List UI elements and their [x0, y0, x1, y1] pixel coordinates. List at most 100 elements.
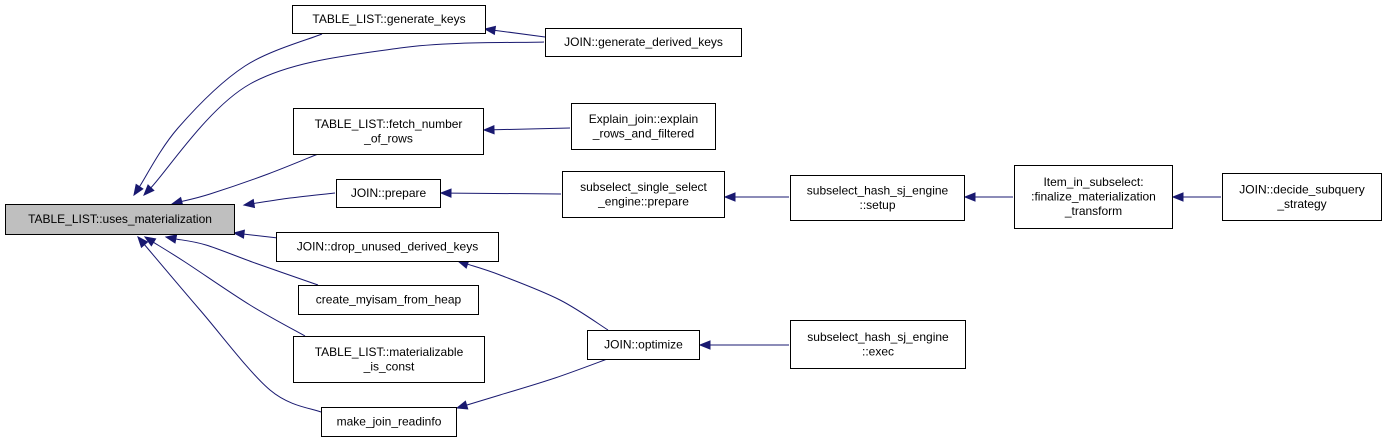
node-label: ::setup	[859, 198, 895, 212]
edge-line	[144, 244, 322, 413]
node-make_join_readinfo[interactable]: make_join_readinfo	[321, 407, 457, 437]
edge-arrowhead	[143, 184, 155, 196]
node-label: JOIN::prepare	[351, 186, 427, 200]
node-hash_sj_exec[interactable]: subselect_hash_sj_engine::exec	[790, 320, 966, 369]
edge-hash_sj_exec-to-join_optimize	[698, 340, 789, 350]
node-label: TABLE_LIST::uses_materialization	[28, 212, 212, 226]
node-label: subselect_hash_sj_engine	[807, 183, 949, 197]
edge-line	[493, 127, 571, 131]
edge-line	[153, 241, 306, 337]
edge-join_optimize-to-make_join_readinfo	[455, 357, 611, 410]
node-label: create_myisam_from_heap	[316, 293, 462, 307]
node-label: Explain_join::explain	[589, 112, 698, 126]
node-box[interactable]	[293, 108, 484, 155]
node-box[interactable]	[587, 330, 700, 360]
edge-join_prepare-to-uses_materialization	[242, 192, 336, 209]
edge-drop_unused-to-uses_materialization	[232, 229, 279, 239]
node-join_prepare[interactable]: JOIN::prepare	[336, 179, 441, 208]
node-label: TABLE_LIST::fetch_number	[315, 117, 463, 131]
node-box[interactable]	[562, 171, 725, 218]
node-label: JOIN::decide_subquery	[1239, 182, 1364, 196]
edge-line	[467, 263, 609, 331]
node-box[interactable]	[790, 175, 965, 221]
edge-line	[175, 238, 319, 286]
node-label: Item_in_subselect:	[1043, 175, 1143, 189]
edge-ss_engine_prepare-to-join_prepare	[439, 188, 562, 198]
edge-line	[494, 29, 546, 38]
node-generate_derived_keys[interactable]: JOIN::generate_derived_keys	[545, 28, 742, 57]
node-label: TABLE_LIST::generate_keys	[312, 12, 465, 26]
node-box[interactable]	[790, 320, 966, 369]
node-box[interactable]	[336, 179, 441, 208]
edge-arrowhead	[439, 188, 452, 198]
node-generate_keys[interactable]: TABLE_LIST::generate_keys	[292, 5, 486, 34]
edge-line	[450, 192, 562, 195]
edge-arrowhead	[143, 236, 157, 247]
edge-generate_derived_keys-to-generate_keys	[483, 25, 546, 38]
node-explain_rows[interactable]: Explain_join::explain_rows_and_filtered	[571, 103, 716, 150]
edge-arrowhead	[482, 125, 495, 135]
edge-finalize_mat-to-hash_sj_setup	[963, 192, 1013, 202]
node-label: ::exec	[862, 344, 894, 358]
node-label: make_join_readinfo	[337, 415, 442, 429]
edge-arrowhead	[164, 234, 178, 244]
node-box[interactable]	[298, 285, 479, 315]
edge-materializable-to-uses_materialization	[143, 236, 306, 337]
node-label: _transform	[1064, 204, 1122, 218]
node-label: _rows_and_filtered	[592, 126, 694, 140]
edge-arrowhead	[1171, 192, 1184, 202]
node-fetch_number_of_rows[interactable]: TABLE_LIST::fetch_number_of_rows	[293, 108, 484, 155]
edge-make_join_readinfo-to-uses_materialization	[137, 235, 322, 413]
edge-line	[243, 233, 279, 239]
edge-arrowhead	[483, 25, 497, 36]
node-box[interactable]	[276, 232, 499, 262]
node-label: JOIN::generate_derived_keys	[564, 35, 723, 49]
edge-generate_derived_keys-to-uses_materialization	[143, 41, 545, 196]
edge-arrowhead	[242, 198, 256, 209]
node-ss_engine_prepare[interactable]: subselect_single_select_engine::prepare	[562, 171, 725, 218]
node-box[interactable]	[1014, 165, 1173, 229]
node-label: _of_rows	[363, 131, 413, 145]
edges-layer	[133, 25, 1221, 413]
node-label: _engine::prepare	[597, 194, 689, 208]
node-box[interactable]	[571, 103, 716, 150]
node-hash_sj_setup[interactable]: subselect_hash_sj_engine::setup	[790, 175, 965, 221]
node-box[interactable]	[292, 5, 486, 34]
node-label: _is_const	[363, 359, 415, 373]
node-uses_materialization[interactable]: TABLE_LIST::uses_materialization	[5, 204, 235, 235]
edge-join_optimize-to-drop_unused	[456, 259, 609, 331]
edge-create_myisam-to-uses_materialization	[164, 234, 319, 286]
edge-arrowhead	[455, 400, 469, 410]
edge-hash_sj_setup-to-ss_engine_prepare	[723, 192, 789, 202]
node-create_myisam[interactable]: create_myisam_from_heap	[298, 285, 479, 315]
node-label: JOIN::optimize	[604, 338, 683, 352]
edge-arrowhead	[723, 192, 736, 202]
node-box[interactable]	[5, 204, 235, 235]
edge-line	[181, 153, 319, 202]
node-decide_subquery[interactable]: JOIN::decide_subquery_strategy	[1222, 173, 1382, 221]
node-label: TABLE_LIST::materializable	[315, 345, 464, 359]
edge-arrowhead	[232, 229, 245, 239]
edge-line	[466, 357, 611, 406]
edge-line	[253, 192, 336, 204]
node-box[interactable]	[321, 407, 457, 437]
node-label: JOIN::drop_unused_derived_keys	[297, 240, 478, 254]
node-finalize_mat[interactable]: Item_in_subselect::finalize_materializat…	[1014, 165, 1173, 229]
node-label: :finalize_materialization	[1031, 190, 1156, 204]
edge-arrowhead	[133, 183, 144, 197]
edge-arrowhead	[137, 235, 149, 249]
node-label: subselect_single_select	[580, 180, 707, 194]
node-materializable[interactable]: TABLE_LIST::materializable_is_const	[293, 336, 485, 383]
edge-generate_keys-to-uses_materialization	[133, 33, 323, 197]
node-drop_unused[interactable]: JOIN::drop_unused_derived_keys	[276, 232, 499, 262]
edge-line	[150, 41, 545, 189]
node-label: _strategy	[1276, 197, 1326, 211]
node-label: subselect_hash_sj_engine	[807, 330, 949, 344]
node-box[interactable]	[1222, 173, 1382, 221]
edge-line	[139, 33, 323, 187]
edge-decide_subquery-to-finalize_mat	[1171, 192, 1221, 202]
node-join_optimize[interactable]: JOIN::optimize	[587, 330, 700, 360]
node-box[interactable]	[293, 336, 485, 383]
node-box[interactable]	[545, 28, 742, 57]
